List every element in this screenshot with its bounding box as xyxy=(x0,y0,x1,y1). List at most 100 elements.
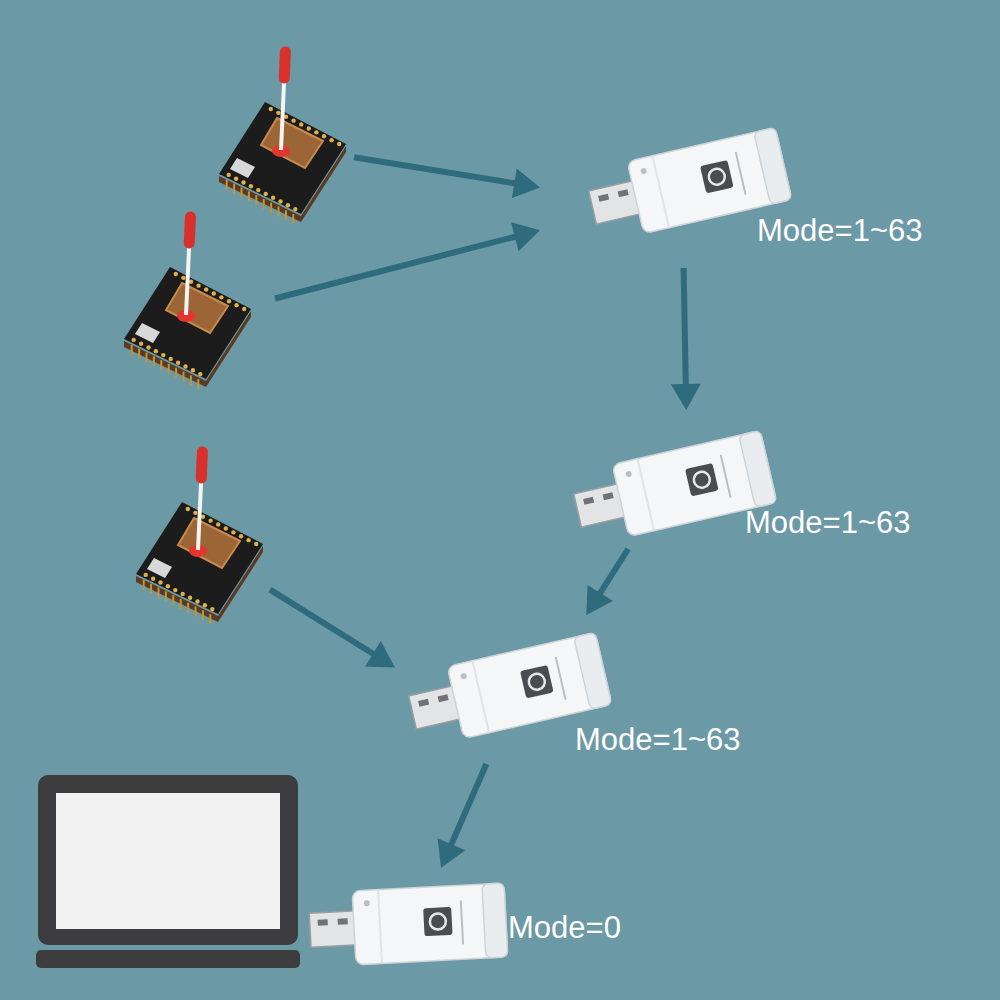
pin-pad xyxy=(227,299,231,303)
pin-pad xyxy=(291,118,295,122)
pin-pad xyxy=(337,142,341,146)
pin-pad xyxy=(188,596,192,600)
pin-pad xyxy=(219,295,223,299)
monostick-drawing xyxy=(308,883,508,967)
pin-pad xyxy=(224,526,228,530)
pin-pad xyxy=(186,507,190,511)
logo-ring xyxy=(707,167,726,186)
arrow-line xyxy=(354,157,516,183)
pin-pad xyxy=(146,345,150,349)
pin-pad xyxy=(166,584,170,588)
pin-pad xyxy=(132,338,136,342)
stick-body xyxy=(352,883,508,965)
pin-pad xyxy=(239,534,243,538)
print-mark xyxy=(461,900,463,944)
pin-pad xyxy=(174,272,178,276)
pin xyxy=(195,607,197,617)
pin-pad xyxy=(151,577,155,581)
pin-pad xyxy=(198,372,202,376)
twelite-module-node xyxy=(132,440,267,610)
pin-pad xyxy=(286,203,290,207)
pin-pad xyxy=(144,573,148,577)
pin-pad xyxy=(329,138,333,142)
pin-pad xyxy=(169,357,173,361)
pin-pad xyxy=(254,542,258,546)
antenna-cap xyxy=(284,52,285,78)
pin-pad xyxy=(278,199,282,203)
pin-pad xyxy=(154,349,158,353)
pin xyxy=(165,591,167,601)
pin xyxy=(270,203,272,213)
pin xyxy=(180,599,182,609)
pin-pad xyxy=(210,607,214,611)
twelite-drawing xyxy=(124,217,251,389)
usb-hole xyxy=(418,699,429,707)
pin-pad xyxy=(249,184,253,188)
pin xyxy=(263,199,265,209)
pin xyxy=(153,356,155,366)
pin-pad xyxy=(234,177,238,181)
node-illustration xyxy=(120,205,255,375)
arrowhead xyxy=(438,838,465,868)
logo-mark xyxy=(135,323,160,343)
pin xyxy=(158,588,160,598)
arrowhead xyxy=(511,222,540,251)
pin-pad xyxy=(181,276,185,280)
pin-pad xyxy=(234,303,238,307)
usb-hole xyxy=(618,189,629,197)
pin-pad xyxy=(183,364,187,368)
print-mark xyxy=(736,152,746,195)
arrow-line xyxy=(275,236,517,298)
flow-arrow xyxy=(354,157,540,198)
led-dot xyxy=(460,672,467,679)
flow-arrow xyxy=(671,268,701,410)
pin-pad xyxy=(322,134,326,138)
logo-mark xyxy=(230,158,255,178)
pin xyxy=(150,584,152,594)
pin-pad xyxy=(212,291,216,295)
led-dot xyxy=(364,900,370,906)
pin xyxy=(190,375,192,385)
pin xyxy=(172,595,174,605)
flow-arrow xyxy=(270,590,395,668)
pin-pad xyxy=(246,538,250,542)
radio-module xyxy=(261,118,323,168)
pin xyxy=(285,210,287,220)
antenna-cap xyxy=(189,217,190,243)
arrowhead xyxy=(512,168,540,198)
laptop-base xyxy=(36,950,300,968)
radio-module xyxy=(166,283,228,333)
pin-pad xyxy=(293,207,297,211)
pin-pad xyxy=(276,111,280,115)
mode-label: Mode=1~63 xyxy=(757,213,922,249)
pin xyxy=(292,214,294,224)
body-seam xyxy=(652,156,669,228)
logo-ring xyxy=(527,672,546,691)
pin xyxy=(248,191,250,201)
pin-pad xyxy=(176,361,180,365)
pin-pad xyxy=(203,603,207,607)
pin-pad xyxy=(161,353,165,357)
logo-ring xyxy=(429,913,446,930)
logo-mark xyxy=(685,463,719,497)
pin-pad xyxy=(231,530,235,534)
flow-arrow xyxy=(586,549,628,615)
pin xyxy=(241,188,243,198)
pin-pad xyxy=(181,592,185,596)
pin-pad xyxy=(191,368,195,372)
pin xyxy=(197,379,199,389)
usb-hole xyxy=(338,918,348,925)
logo-mark xyxy=(147,558,172,578)
arrowhead xyxy=(365,641,395,667)
logo-mark xyxy=(700,160,734,194)
led-dot xyxy=(640,167,647,174)
pin-pad xyxy=(208,518,212,522)
pin xyxy=(202,610,204,620)
pin xyxy=(183,372,185,382)
pin xyxy=(209,614,211,624)
pin-pad xyxy=(264,192,268,196)
pin-pad xyxy=(193,511,197,515)
twelite-module-node xyxy=(215,40,350,215)
